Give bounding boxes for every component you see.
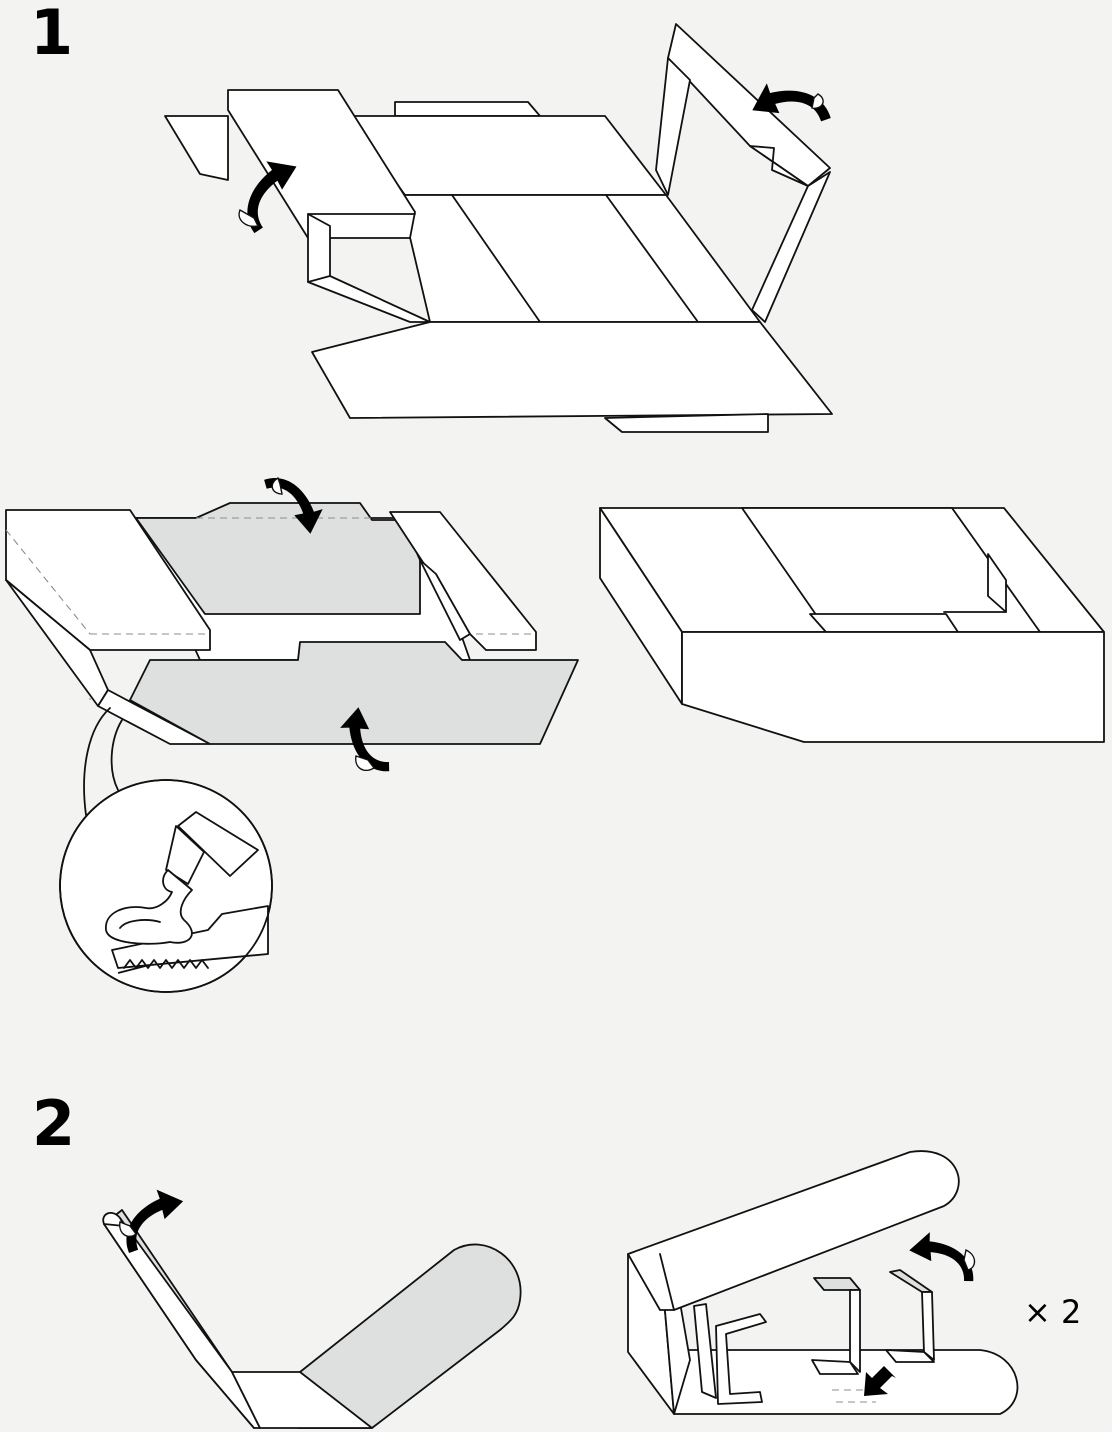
divider-center-tab (813, 1277, 861, 1291)
left-end-flap (227, 89, 416, 239)
quantity-multiplier: × 2 (1024, 1293, 1082, 1331)
insert-assembly (627, 1150, 1019, 1415)
box-inner-step (809, 613, 959, 633)
divider-right (921, 1291, 935, 1361)
divider-post (693, 1303, 717, 1399)
insert-top-panel (627, 1150, 960, 1311)
left-end-side (307, 213, 331, 283)
right-end-tab (749, 145, 809, 187)
divider-center (849, 1289, 861, 1373)
flat-box-blank (164, 23, 833, 433)
divider-center-foot (811, 1359, 859, 1375)
front-folding-panel (129, 641, 579, 745)
glue-callout (59, 707, 273, 993)
divider-left (715, 1313, 767, 1405)
folding-tray (5, 502, 579, 745)
curved-fold-arrow (744, 63, 832, 151)
straight-push-arrow (864, 1366, 896, 1396)
curved-fold-arrow (119, 1186, 190, 1254)
right-end-flap (667, 23, 831, 187)
back-folded-panel (135, 502, 421, 615)
left-corner-flap (164, 115, 229, 181)
divider-right-foot (885, 1349, 935, 1363)
insert-fold-edge (103, 1217, 261, 1429)
top-tuck-tab (394, 101, 541, 117)
box-inner-wall (987, 553, 1007, 613)
curved-fold-arrow (334, 704, 400, 773)
divider-right-tab (889, 1269, 933, 1293)
curved-fold-arrow (230, 151, 314, 234)
glue-tube-icon (105, 811, 269, 974)
box-front (681, 631, 1105, 743)
step-2-number: 2 (32, 1087, 76, 1160)
insert-hinge (231, 1371, 373, 1429)
left-end-bottom (307, 275, 431, 323)
insert-long-panel (297, 1243, 522, 1429)
front-panel (311, 321, 833, 419)
curved-fold-arrow (264, 474, 325, 538)
right-end-inner (655, 57, 691, 196)
step-1-number: 1 (30, 0, 74, 69)
insert-strip (102, 1209, 522, 1429)
base-panel (399, 194, 761, 323)
right-end-side (751, 171, 831, 323)
assembled-box (599, 507, 1105, 743)
bottom-tuck-tab (604, 413, 769, 433)
tray-right-inner (419, 559, 471, 641)
curved-fold-arrow (906, 1226, 976, 1292)
